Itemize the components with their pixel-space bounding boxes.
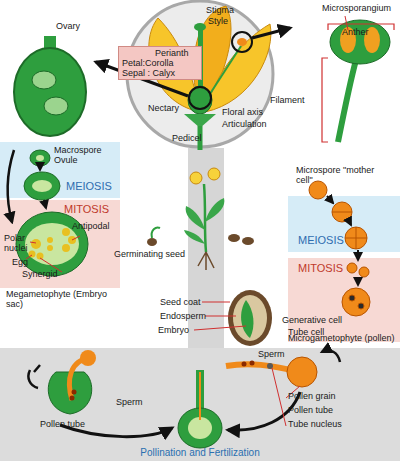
label-box: PerianthPetal:CorollaSepal : Calyx xyxy=(118,46,202,80)
band-title: Pollination and Fertilization xyxy=(0,447,400,458)
part-label: Synergid xyxy=(22,270,58,280)
part-label: Articulation xyxy=(222,120,267,130)
band-title: MEIOSIS xyxy=(66,180,112,192)
part-label: Pedicel xyxy=(172,134,202,144)
part-label: Tube nucleus xyxy=(288,420,342,430)
part-label: Endosperm xyxy=(160,312,206,322)
part-label: Style xyxy=(208,17,228,27)
part-label: Seed coat xyxy=(160,298,201,308)
part-label: Sperm xyxy=(258,350,285,360)
band-title: MEIOSIS xyxy=(298,234,344,246)
band-title: Petal:Corolla xyxy=(122,59,174,69)
part-label: Germinating seed xyxy=(114,250,185,260)
ovary-drawing xyxy=(14,36,86,136)
part-label: Nectary xyxy=(148,104,179,114)
part-label: Microgametophyte (pollen) xyxy=(288,334,395,344)
band-title: Sepal : Calyx xyxy=(122,69,175,79)
part-label: Ovary xyxy=(56,22,80,32)
part-label: Egg xyxy=(12,258,28,268)
part-label: Filament xyxy=(270,96,305,106)
part-label: Generative cell xyxy=(282,316,342,326)
part-label: Pollen tube xyxy=(40,420,85,430)
part-label: Microsporangium xyxy=(322,4,391,14)
part-label: Sperm xyxy=(116,398,143,408)
part-label: Antipodal xyxy=(72,222,110,232)
part-label: Megametophyte (Embryo sac) xyxy=(6,290,118,310)
part-label: Microspore "mother cell" xyxy=(296,166,386,186)
flower xyxy=(96,6,290,150)
part-label: Pollen tube xyxy=(288,406,333,416)
band-title: Perianth xyxy=(155,49,189,59)
part-label: Embryo xyxy=(158,326,189,336)
part-label: Stigma xyxy=(206,6,234,16)
band-title: MITOSIS xyxy=(298,262,343,274)
part-label: Floral axis xyxy=(222,108,263,118)
part-label: Anther xyxy=(342,28,369,38)
part-label: Polar nuclei xyxy=(4,234,38,254)
band-title: MITOSIS xyxy=(64,203,109,215)
stamen-drawing xyxy=(322,16,394,142)
part-label: Macrospore Ovule xyxy=(54,146,104,166)
part-label: Pollen grain xyxy=(288,392,336,402)
